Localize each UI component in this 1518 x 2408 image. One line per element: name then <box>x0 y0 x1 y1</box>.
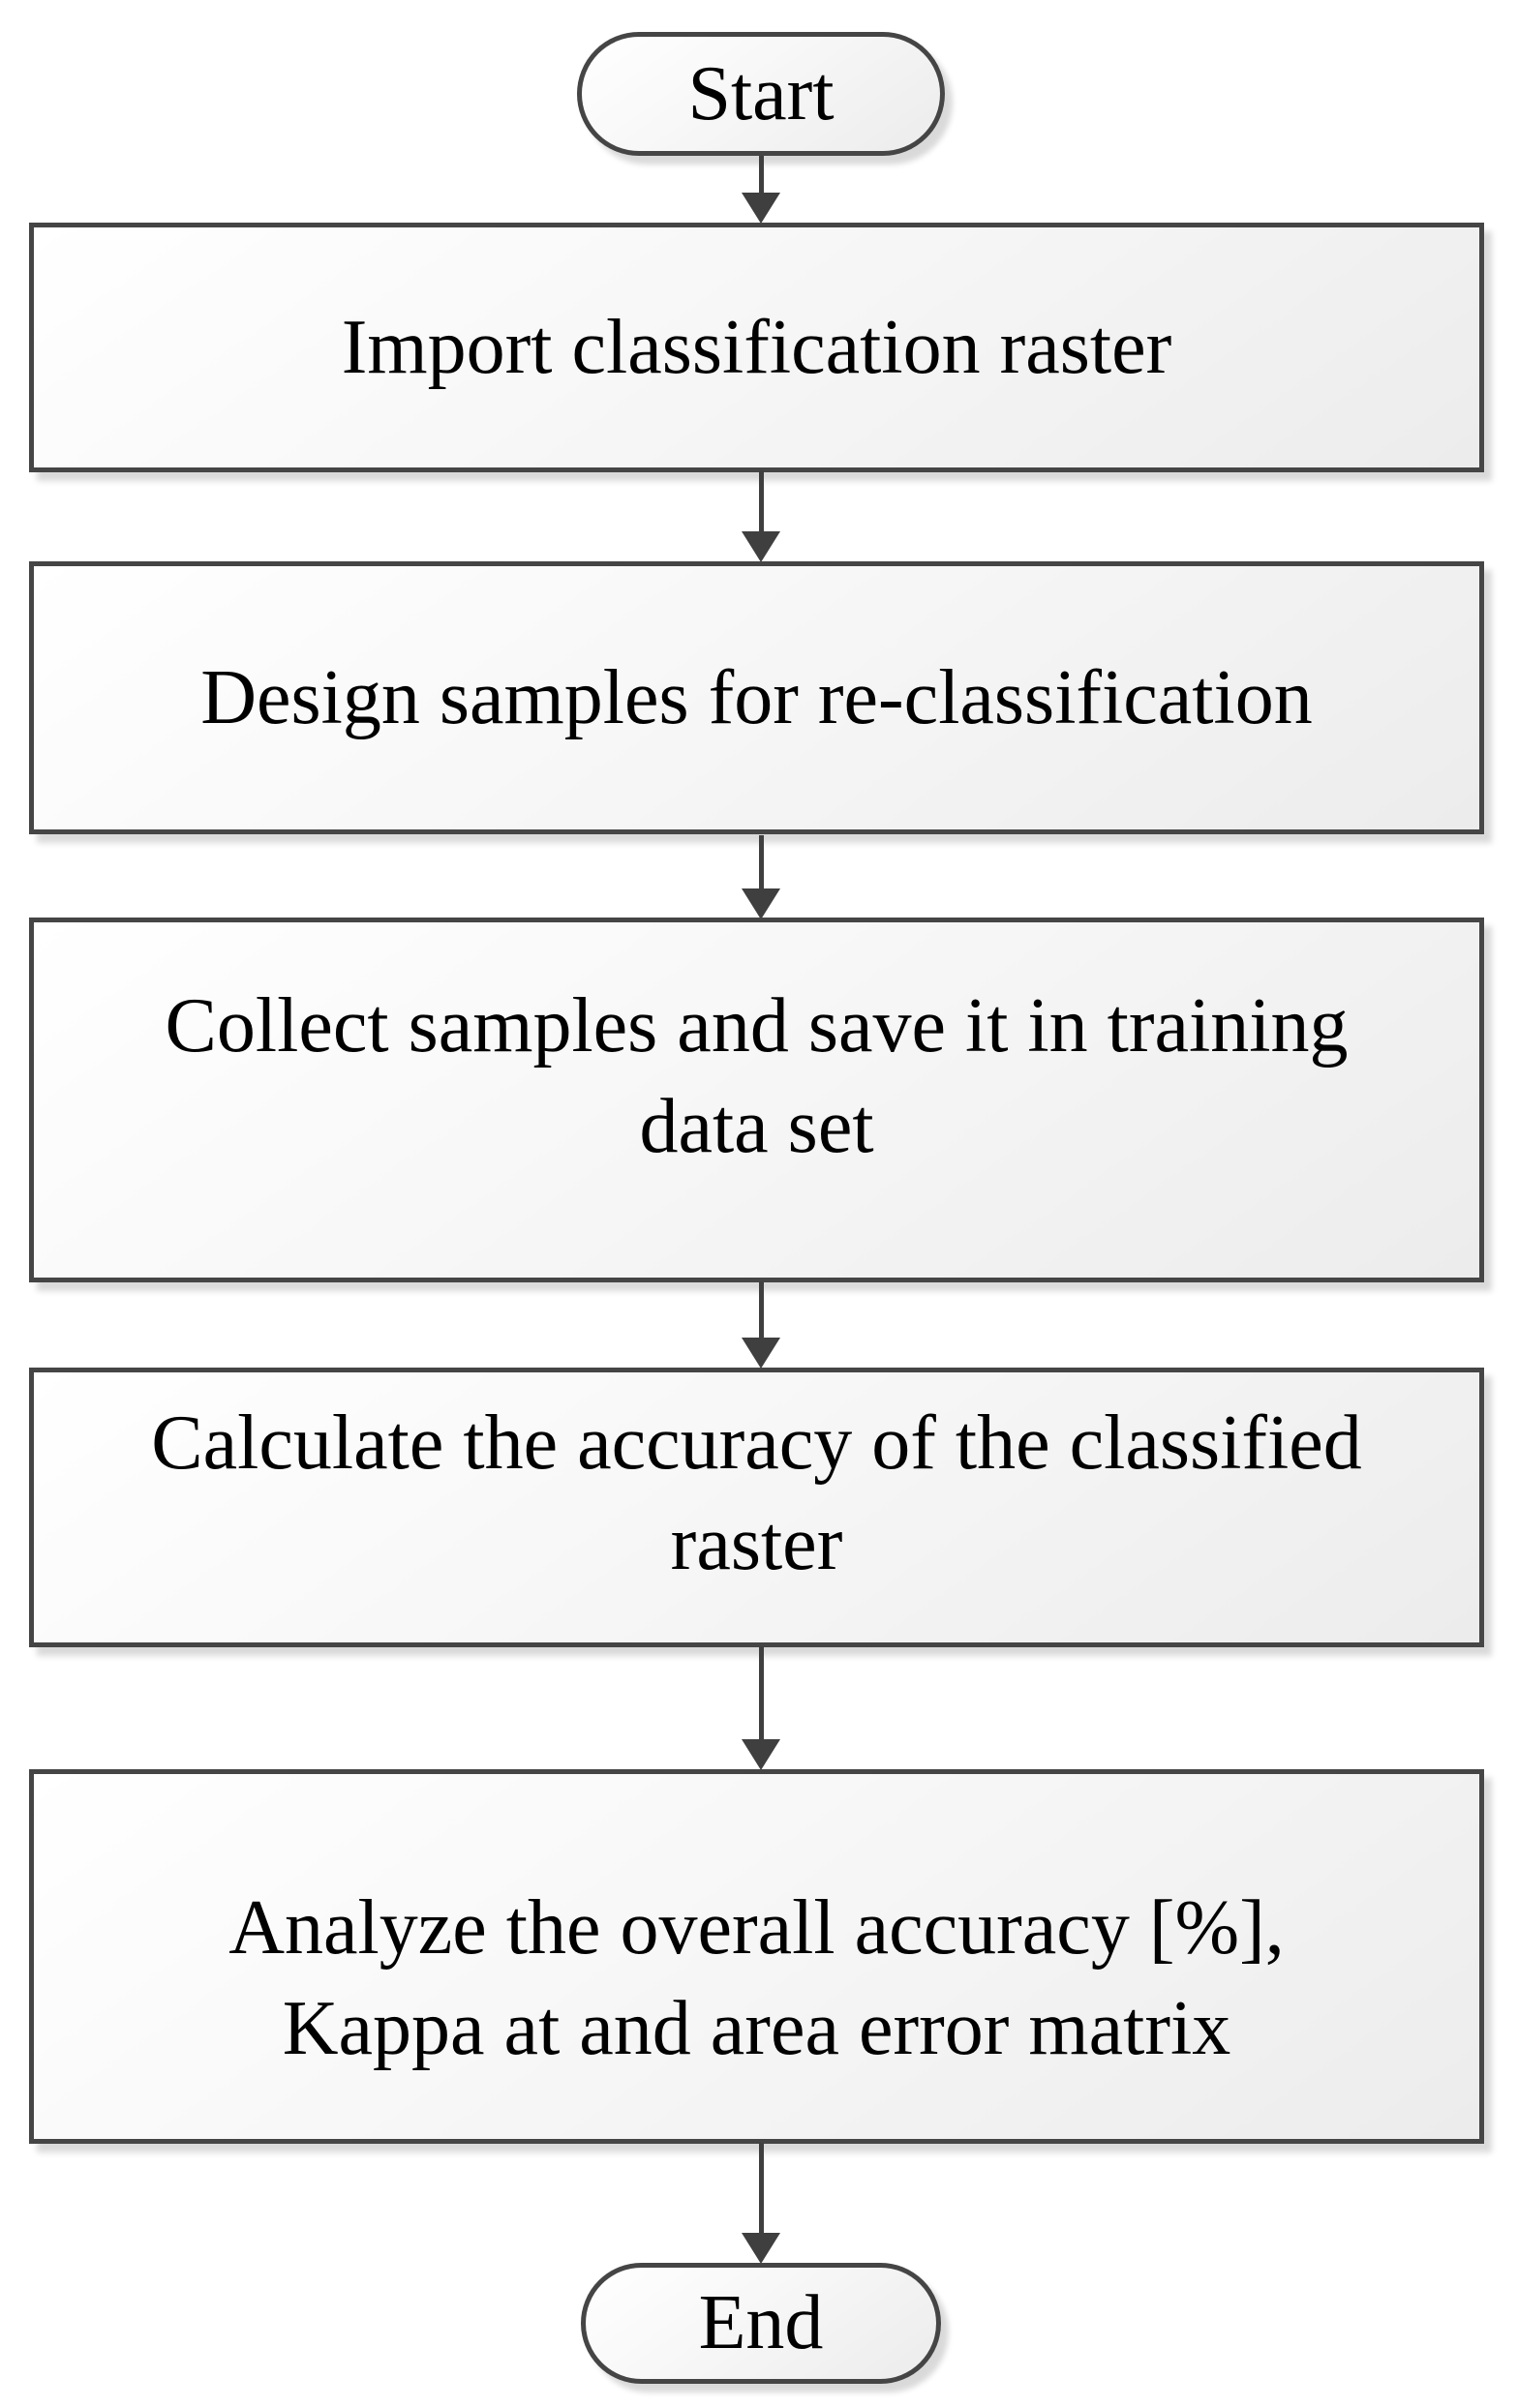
connector-arrow-calculate-to-analyze <box>742 1646 780 1770</box>
node-label: Start <box>687 50 834 138</box>
node-label-line: Import classification raster <box>341 305 1172 390</box>
connector-arrow-design-to-collect <box>742 835 780 919</box>
node-label-line: Start <box>687 50 835 136</box>
node-label-line: End <box>698 2280 824 2365</box>
arrowhead-down-icon <box>742 888 780 919</box>
node-label-line: Calculate the accuracy of the classified <box>151 1400 1362 1486</box>
arrow-shaft <box>758 2143 764 2233</box>
arrowhead-down-icon <box>742 2233 780 2264</box>
arrowhead-down-icon <box>742 531 780 562</box>
node-label: Design samples for re-classification <box>200 647 1313 748</box>
process-calculate-accuracy: Calculate the accuracy of the classified… <box>29 1368 1484 1647</box>
node-label-line: data set <box>639 1083 874 1169</box>
arrowhead-down-icon <box>742 1739 780 1770</box>
node-label-line: raster <box>670 1500 843 1586</box>
connector-arrow-start-to-import <box>742 156 780 224</box>
node-label: Calculate the accuracy of the classified… <box>151 1393 1361 1594</box>
node-label: Analyze the overall accuracy [%], Kappa … <box>228 1878 1284 2079</box>
node-label: Collect samples and save it in training … <box>166 976 1349 1177</box>
terminator-start: Start <box>577 32 945 156</box>
arrow-shaft <box>758 1646 764 1739</box>
node-label-line: Analyze the overall accuracy [%], <box>228 1884 1285 1971</box>
terminator-end: End <box>581 2263 941 2384</box>
arrow-shaft <box>758 1281 764 1338</box>
arrow-shaft <box>758 470 764 531</box>
node-label-line: Design samples for re-classification <box>200 655 1313 740</box>
connector-arrow-import-to-design <box>742 470 780 562</box>
arrowhead-down-icon <box>742 1338 780 1369</box>
connector-arrow-analyze-to-end <box>742 2143 780 2264</box>
node-label-line: Collect samples and save it in training <box>165 982 1349 1069</box>
connector-arrow-collect-to-calculate <box>742 1281 780 1369</box>
process-import-classification-raster: Import classification raster <box>29 223 1484 472</box>
process-collect-samples: Collect samples and save it in training … <box>29 918 1484 1282</box>
arrowhead-down-icon <box>742 193 780 224</box>
process-analyze-overall-accuracy: Analyze the overall accuracy [%], Kappa … <box>29 1769 1484 2144</box>
arrow-shaft <box>758 835 764 888</box>
node-label-line: Kappa at and area error matrix <box>282 1985 1231 2071</box>
arrow-shaft <box>758 156 764 193</box>
node-label: End <box>699 2279 824 2367</box>
node-label: Import classification raster <box>342 297 1171 398</box>
process-design-samples: Design samples for re-classification <box>29 561 1484 834</box>
